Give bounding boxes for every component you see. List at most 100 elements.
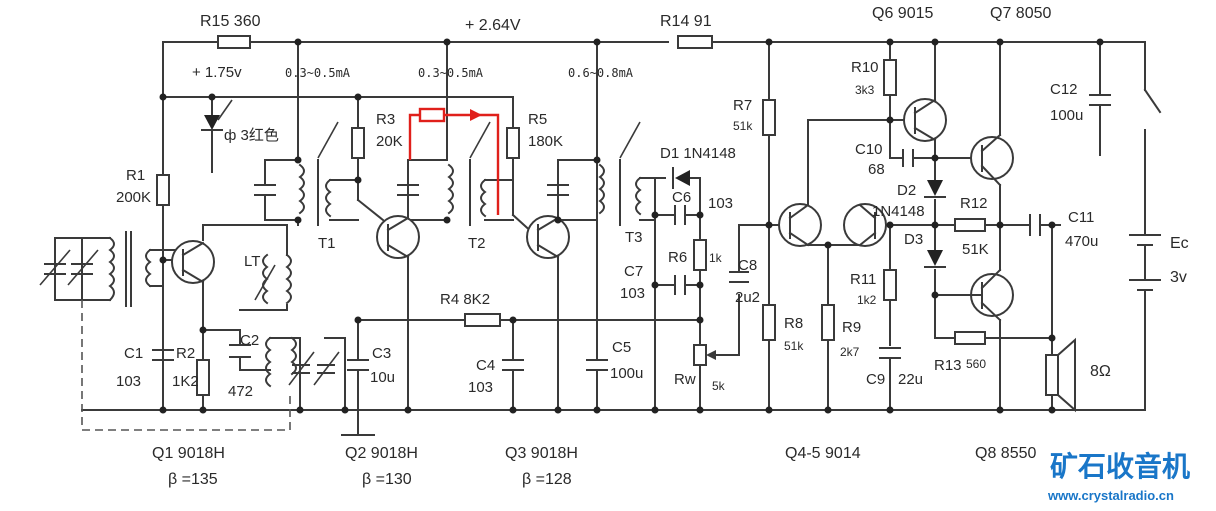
variable-capacitor-osc: [288, 351, 340, 386]
label-t2: T2: [468, 235, 486, 252]
label-c1-value: 103: [116, 373, 141, 390]
transistor-q8: [934, 268, 1014, 322]
label-r7-value: 51k: [733, 119, 753, 133]
label-r2: R2: [176, 345, 195, 362]
transistor-q4: [778, 203, 822, 247]
junction-dots: [159, 38, 1104, 414]
label-r6-value: 1k: [709, 251, 723, 265]
label-q45: Q4-5 9014: [785, 445, 861, 462]
transistor-q2: [376, 215, 420, 259]
label-c12-value: 100u: [1050, 107, 1083, 124]
label-r7: R7: [733, 97, 752, 114]
label-r9-value: 2k7: [840, 345, 860, 359]
label-c2-value: 472: [228, 383, 253, 400]
label-q1-beta: β =135: [168, 471, 218, 488]
label-q3-beta: β =128: [522, 471, 572, 488]
label-current-1: 0.3~0.5mA: [285, 66, 351, 80]
label-c6: C6: [672, 189, 691, 206]
label-r8: R8: [784, 315, 803, 332]
resistor-r6: [693, 239, 707, 271]
label-r11-value: 1k2: [857, 293, 877, 307]
label-c10: C10: [855, 141, 883, 158]
battery-ec: [1129, 234, 1161, 291]
brand-watermark: 矿石收音机 www.crystalradio.cn: [1047, 450, 1190, 503]
label-rw: Rw: [674, 371, 696, 388]
label-d3: D3: [904, 231, 923, 248]
capacitor-c8: [729, 271, 749, 283]
label-c11: C11: [1068, 209, 1094, 226]
diode-d2: [924, 180, 946, 198]
label-c5-value: 100u: [610, 365, 643, 382]
power-switch: [1143, 88, 1162, 114]
label-r11: R11: [850, 271, 876, 288]
label-c1: C1: [124, 345, 143, 362]
label-ec-value: 3v: [1170, 269, 1187, 286]
label-current-2: 0.3~0.5mA: [418, 66, 484, 80]
label-q8: Q8 8550: [975, 445, 1036, 462]
label-c3-value: 10u: [370, 369, 395, 386]
transformer-osc-coil: [265, 336, 297, 388]
label-r12: R12: [960, 195, 988, 212]
label-d1: D1 1N4148: [660, 145, 736, 162]
label-r8-value: 51k: [784, 339, 804, 353]
transformer-t3: [598, 121, 642, 226]
label-c2: C2: [240, 332, 259, 349]
transistor-q6: [903, 98, 947, 142]
capacitor-c3: [347, 359, 369, 371]
label-c3: C3: [372, 345, 391, 362]
label-q2: Q2 9018H: [345, 445, 418, 462]
capacitor-c5: [586, 359, 608, 371]
label-r12-value: 51K: [962, 241, 989, 258]
resistor-r1: [156, 174, 170, 206]
label-r5-value: 180K: [528, 133, 563, 150]
label-t3: T3: [625, 229, 643, 246]
label-c4-value: 103: [468, 379, 493, 396]
label-r15: R15 360: [200, 13, 261, 30]
label-d2: D2: [897, 182, 916, 199]
label-q2-beta: β =130: [362, 471, 412, 488]
label-lt: LT: [244, 253, 260, 270]
label-r1: R1: [126, 167, 145, 184]
capacitor-c12: [1089, 94, 1111, 106]
label-r3-value: 20K: [376, 133, 403, 150]
resistor-r7: [762, 99, 776, 136]
capacitor-c6: [674, 205, 686, 225]
label-c7: C7: [624, 263, 643, 280]
label-r10: R10: [851, 59, 879, 76]
label-c6-value: 103: [708, 195, 733, 212]
label-r10-value: 3k3: [855, 83, 875, 97]
transistor-q5: [843, 203, 887, 247]
capacitor-c2: [229, 344, 251, 358]
label-r13: R13: [934, 357, 962, 374]
capacitor-c1: [152, 204, 174, 361]
label-c5: C5: [612, 339, 631, 356]
label-r6: R6: [668, 249, 687, 266]
capacitor-c11: [1029, 214, 1041, 236]
antenna-coil: [108, 231, 179, 307]
resistor-r14: [677, 35, 713, 49]
transistor-q7: [970, 133, 1014, 187]
resistor-r5: [506, 127, 520, 159]
label-r13-value: 560: [966, 357, 986, 371]
label-c11-value: 470u: [1065, 233, 1098, 250]
wires: [54, 41, 1146, 436]
label-c7-value: 103: [620, 285, 645, 302]
label-r5: R5: [528, 111, 547, 128]
resistor-r2: [196, 359, 210, 396]
label-1-75v: + 1.75v: [192, 64, 242, 81]
label-c8: C8: [738, 257, 757, 274]
transistor-q3: [526, 215, 570, 259]
variable-capacitor-front: [39, 249, 99, 286]
label-q6: Q6 9015: [872, 5, 933, 22]
label-current-3: 0.6~0.8mA: [568, 66, 634, 80]
label-led: ф 3红色: [224, 127, 279, 144]
label-d2-value: 1N4148: [872, 203, 925, 220]
dashed-link: [81, 300, 291, 431]
resistor-r3: [351, 127, 365, 159]
resistor-r4: [464, 313, 501, 327]
label-r14: R14 91: [660, 13, 712, 30]
label-q1: Q1 9018H: [152, 445, 225, 462]
capacitor-c7: [674, 275, 686, 295]
label-c8-value: 2u2: [735, 289, 760, 306]
